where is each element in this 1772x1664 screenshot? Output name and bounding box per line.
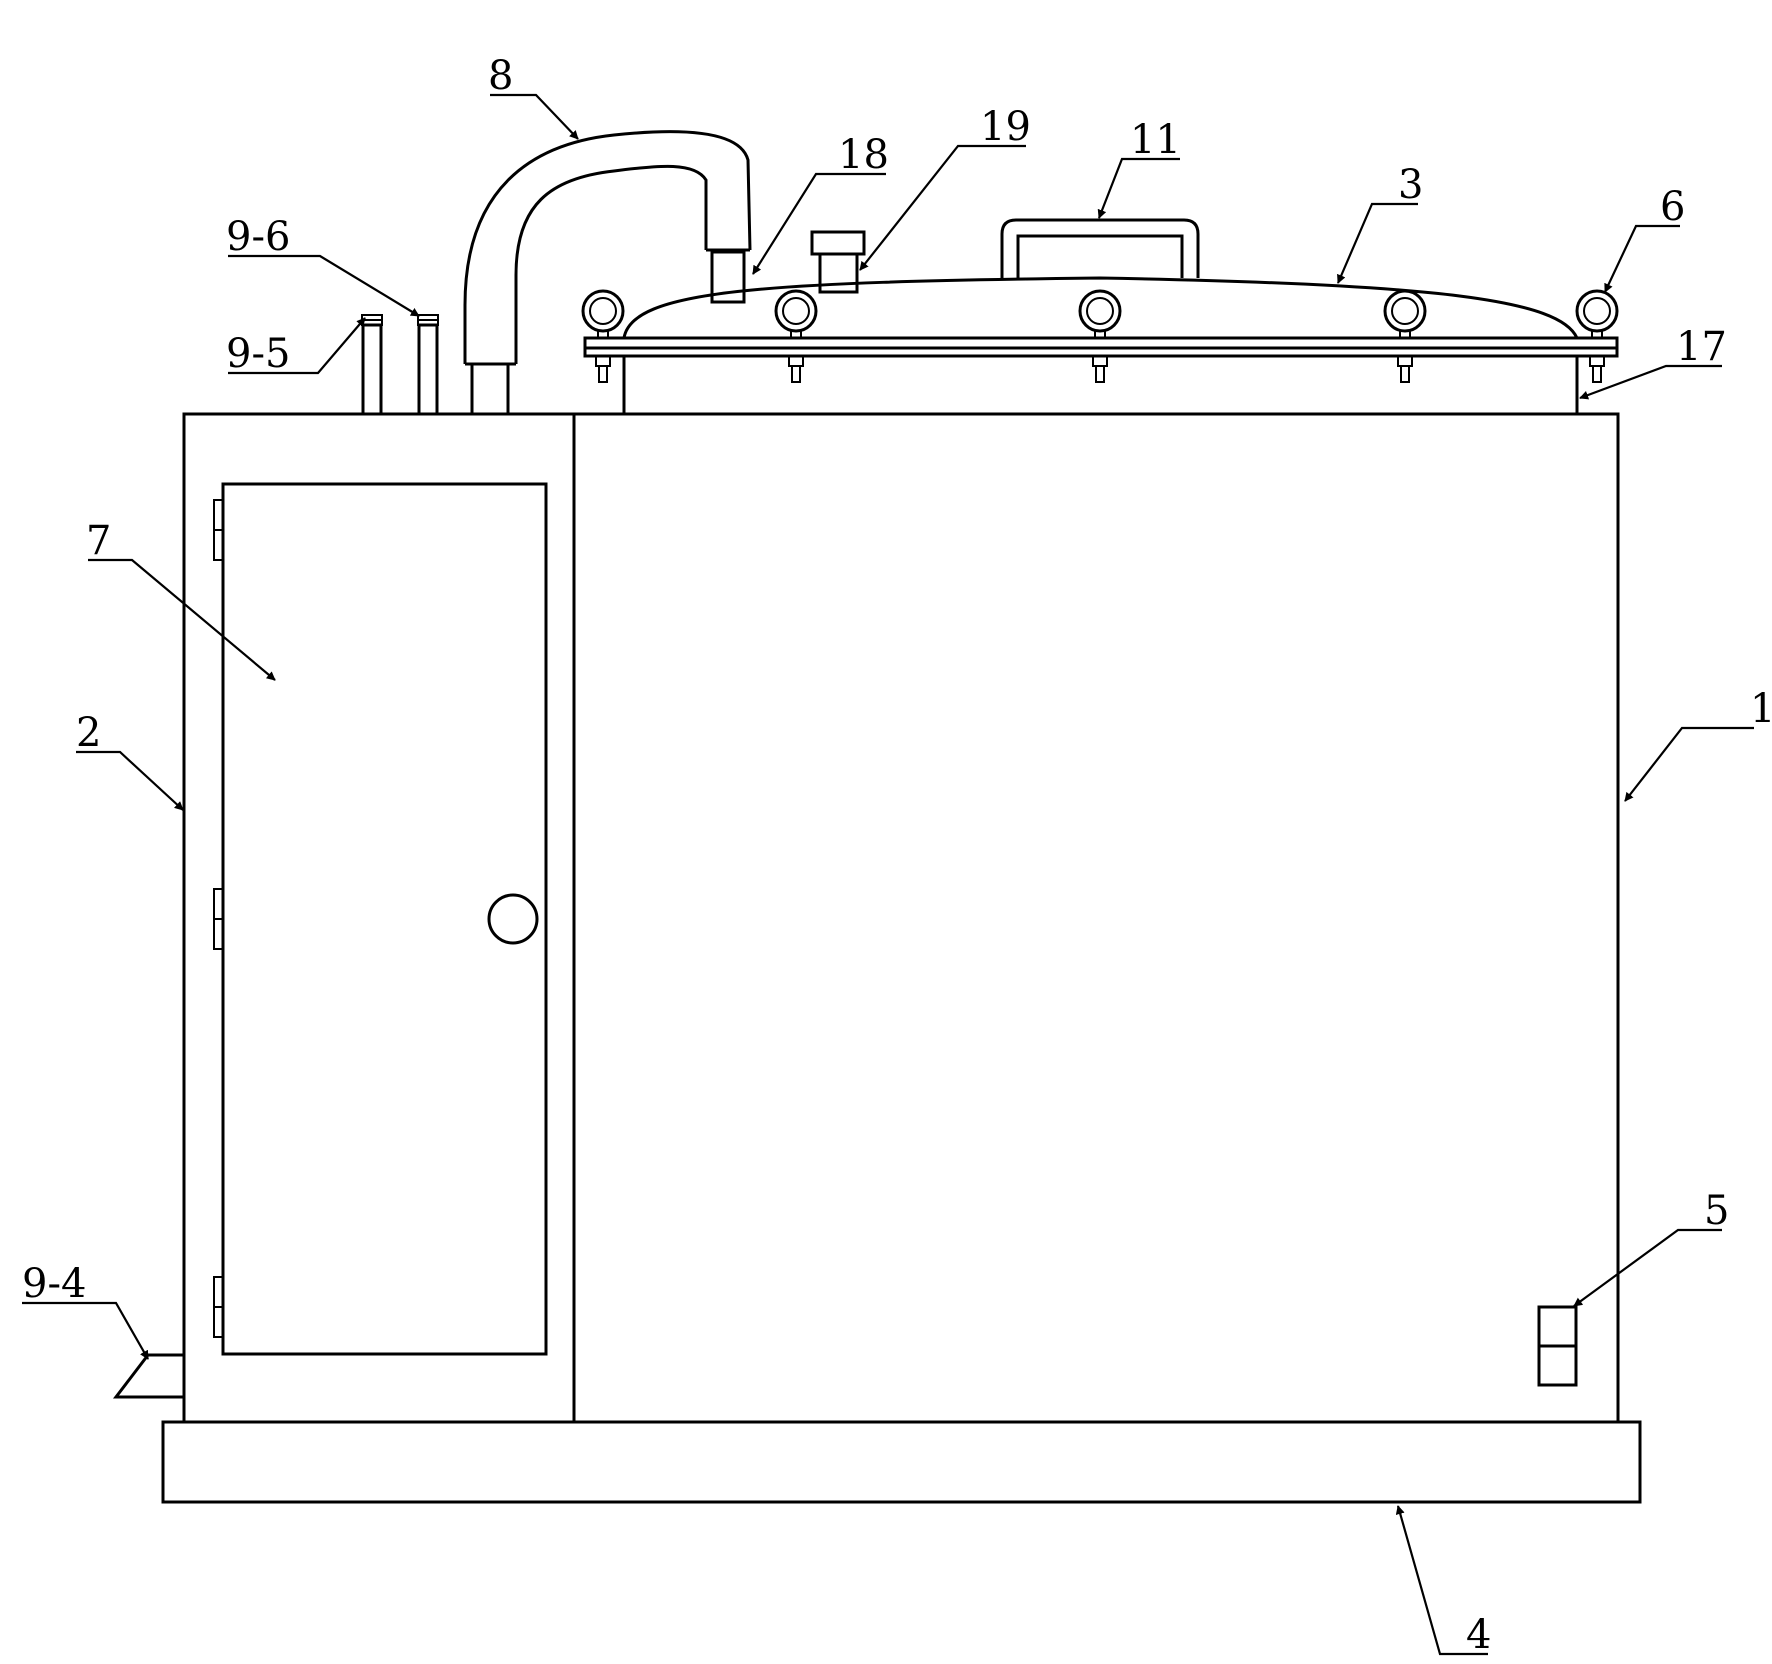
label-8: 8 xyxy=(488,53,513,99)
riser-pipe xyxy=(810,230,866,294)
outlet-spout xyxy=(112,1353,184,1399)
lid-handle-inner xyxy=(1016,234,1184,278)
label-9-5: 9-5 xyxy=(226,331,290,377)
label-6: 6 xyxy=(1660,184,1685,230)
domed-lid xyxy=(622,276,1579,339)
label-4: 4 xyxy=(1466,1612,1491,1658)
flange-plate-bottom xyxy=(583,346,1619,358)
small-pipe-9-6 xyxy=(417,314,439,416)
lid-handle xyxy=(1000,218,1200,278)
base-plate xyxy=(161,1420,1642,1504)
label-5: 5 xyxy=(1704,1188,1729,1234)
label-2: 2 xyxy=(76,710,101,756)
door-knob xyxy=(487,893,539,945)
label-7: 7 xyxy=(86,518,111,564)
flange-bolts xyxy=(595,355,1605,383)
leader-lines xyxy=(22,93,1754,1656)
curved-hose xyxy=(463,130,752,416)
lifting-eye-1 xyxy=(581,289,625,339)
label-11: 11 xyxy=(1130,117,1181,163)
lifting-eye-3 xyxy=(1078,289,1122,339)
label-19: 19 xyxy=(980,104,1031,150)
label-3: 3 xyxy=(1398,162,1423,208)
label-18: 18 xyxy=(838,132,889,178)
label-9-6: 9-6 xyxy=(226,214,290,260)
cabinet-door xyxy=(221,482,548,1356)
door-hinges xyxy=(213,499,224,1338)
label-17: 17 xyxy=(1676,324,1727,370)
lifting-eye-4 xyxy=(1383,289,1427,339)
small-pipe-9-5 xyxy=(361,314,383,416)
label-9-4: 9-4 xyxy=(22,1261,86,1307)
lifting-eye-5 xyxy=(1575,289,1619,339)
label-1: 1 xyxy=(1750,686,1772,732)
main-box-body xyxy=(182,412,1620,1424)
lifting-eye-2 xyxy=(774,289,818,339)
